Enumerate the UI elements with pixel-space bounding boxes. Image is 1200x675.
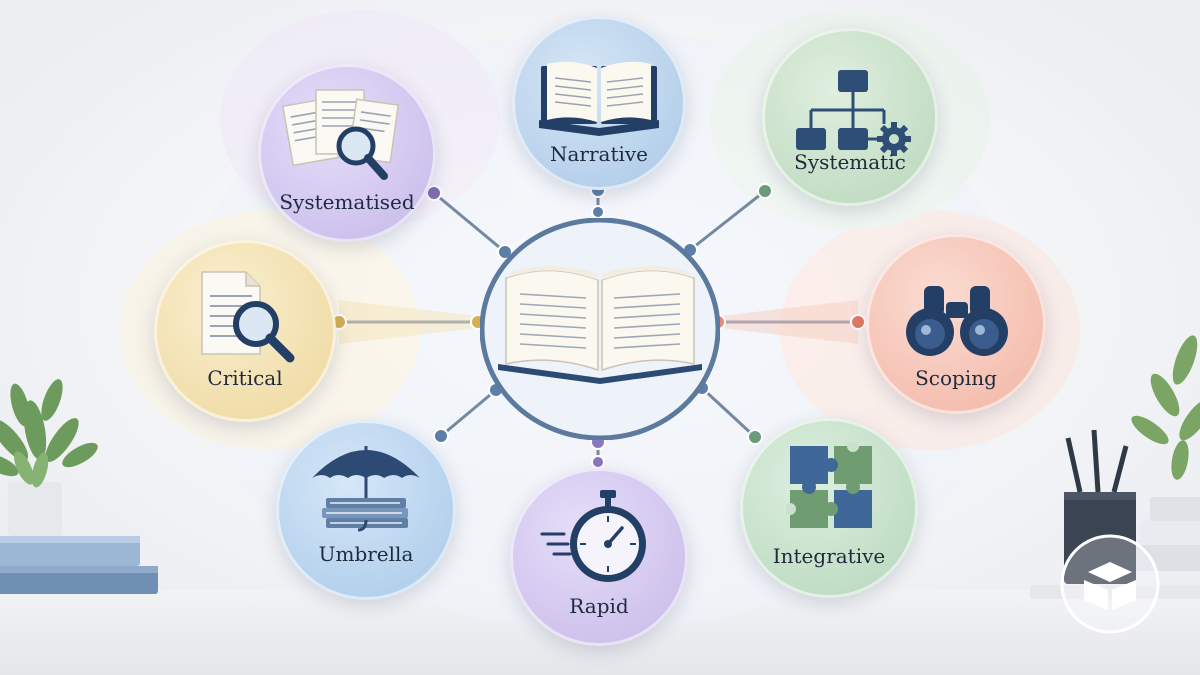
plant-and-books-icon: [0, 379, 158, 594]
node-rapid[interactable]: Rapid: [510, 468, 688, 646]
binoculars-icon: [906, 286, 1008, 356]
node-label: Systematic: [794, 150, 906, 174]
stopwatch-icon: [540, 490, 646, 582]
node-critical[interactable]: Critical: [154, 240, 336, 422]
node-integrative[interactable]: Integrative: [740, 418, 918, 598]
node-label: Rapid: [569, 594, 629, 618]
books-logo-icon: [1060, 534, 1160, 634]
documents-magnifier-icon: [281, 89, 400, 180]
node-label: Critical: [207, 366, 283, 390]
central-hub: [479, 217, 721, 441]
node-systematised[interactable]: Systematised: [258, 64, 436, 242]
node-label: Narrative: [549, 142, 649, 166]
node-label: Systematised: [279, 190, 415, 214]
open-book-icon: [498, 265, 702, 384]
node-scoping[interactable]: Scoping: [866, 234, 1046, 414]
node-systematic[interactable]: Systematic: [762, 28, 938, 206]
node-umbrella[interactable]: Umbrella: [276, 420, 456, 600]
document-magnifier-icon: [201, 271, 295, 363]
open-book-icon: [539, 61, 659, 136]
node-label: Umbrella: [318, 542, 414, 566]
umbrella-books-icon: [312, 446, 420, 532]
flowchart-gear-icon: [796, 70, 911, 156]
node-narrative[interactable]: Narrative: [512, 16, 686, 190]
puzzle-icon: [786, 442, 872, 528]
node-label: Integrative: [772, 544, 886, 568]
node-label: Scoping: [915, 366, 997, 390]
